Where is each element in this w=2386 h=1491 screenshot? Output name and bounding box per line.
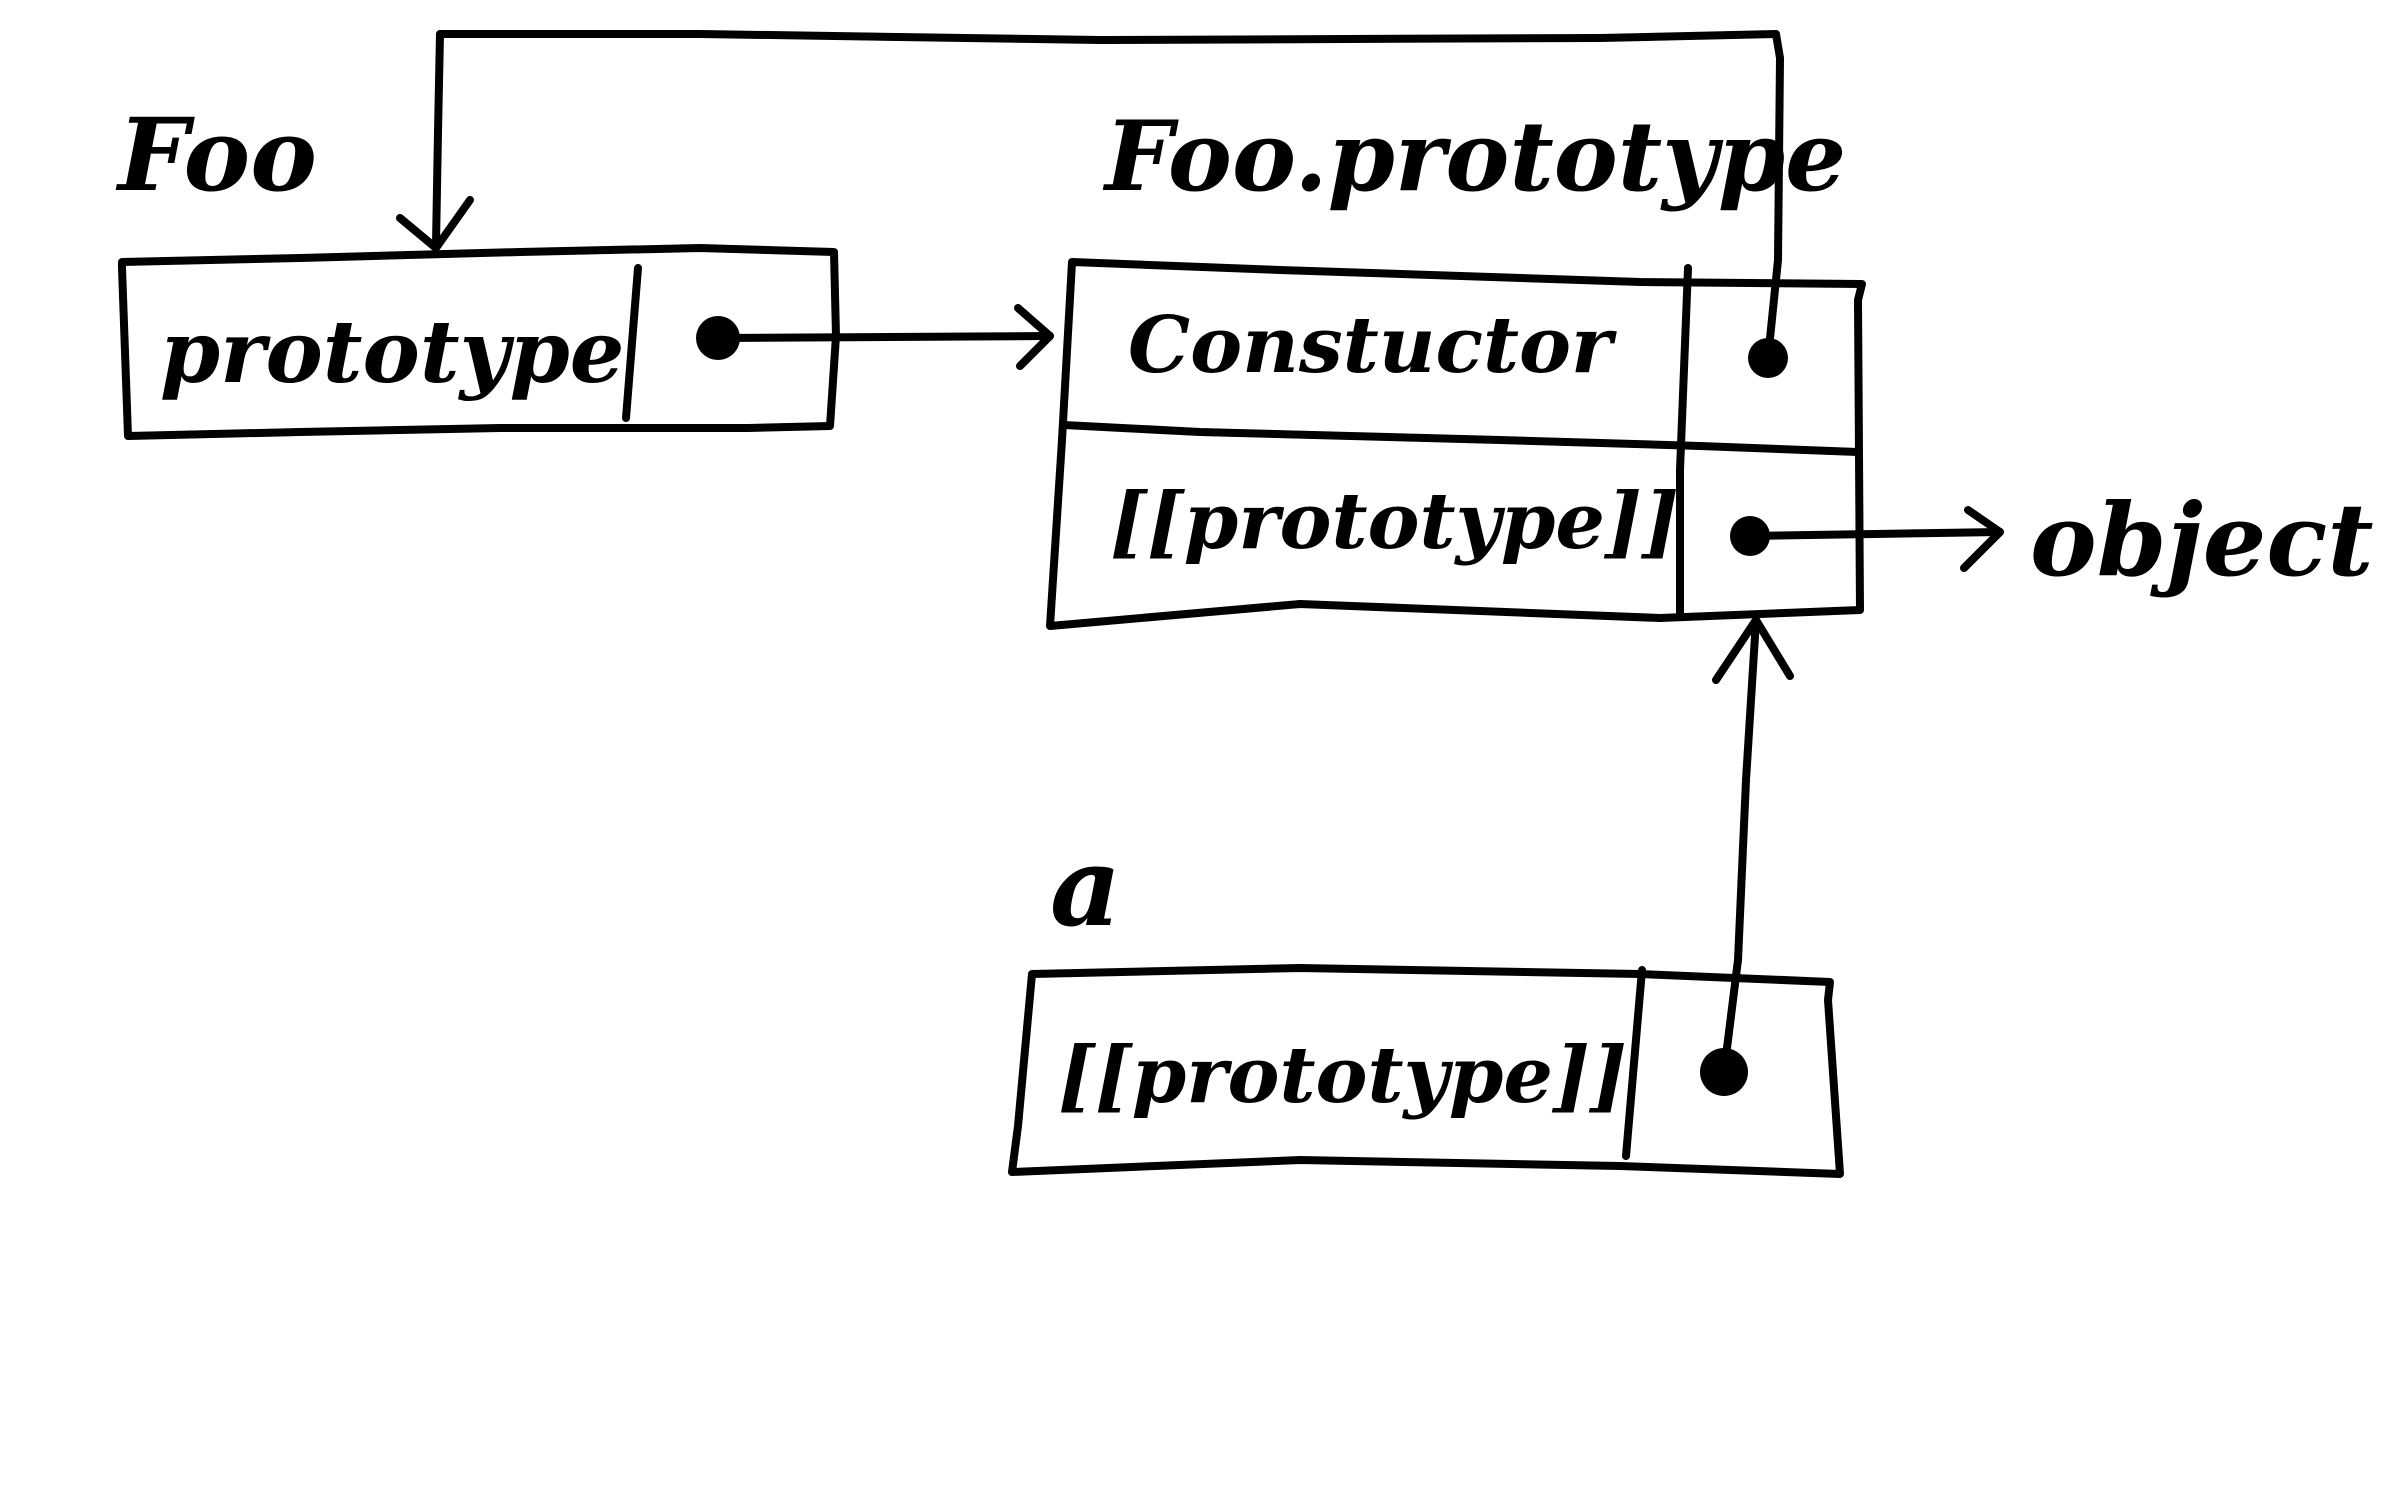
arrow-a-to-prototype bbox=[1712, 616, 1794, 1076]
foo-prototype-box-outline bbox=[1046, 258, 1866, 630]
arrow-foo-to-prototype-line bbox=[714, 332, 1054, 342]
arrow-proto-to-object bbox=[1746, 506, 2004, 572]
a-box: [[prototype]] bbox=[1008, 964, 1844, 1178]
foo-box-field-prototype: prototype bbox=[160, 302, 624, 403]
arrow-constructor-to-foo-head bbox=[396, 196, 474, 252]
foo-box: prototype bbox=[118, 244, 840, 440]
foo-prototype-box-col-divider bbox=[1676, 264, 1692, 620]
foo-box-divider bbox=[622, 264, 642, 422]
constructor-field: Constuctor bbox=[1128, 300, 1617, 391]
arrow-constructor-to-foo-line bbox=[432, 30, 1784, 362]
object-label: object bbox=[2030, 481, 2374, 599]
arrow-foo-to-prototype bbox=[714, 304, 1054, 370]
foo-prototype-label: Foo.prototype bbox=[1102, 100, 1846, 213]
arrow-a-to-prototype-head bbox=[1712, 616, 1794, 684]
foo-prototype-box: Constuctor [[prototype]] bbox=[1046, 258, 1866, 630]
foo-prototype-box-row-divider bbox=[1060, 421, 1862, 456]
a-label: a bbox=[1050, 822, 1121, 951]
arrow-proto-to-object-line bbox=[1746, 528, 2004, 540]
foo-label: Foo bbox=[115, 96, 317, 214]
arrow-foo-to-prototype-head bbox=[1014, 304, 1054, 370]
a-box-outline bbox=[1008, 964, 1844, 1178]
arrow-constructor-to-foo bbox=[396, 30, 1784, 362]
arrow-a-to-prototype-line bbox=[1720, 616, 1760, 1076]
proto-box-prototype-field: [[prototype]] bbox=[1110, 476, 1679, 567]
a-box-divider bbox=[1622, 966, 1646, 1160]
arrow-proto-to-object-head bbox=[1960, 506, 2004, 572]
a-box-prototype-field: [[prototype]] bbox=[1058, 1030, 1627, 1121]
